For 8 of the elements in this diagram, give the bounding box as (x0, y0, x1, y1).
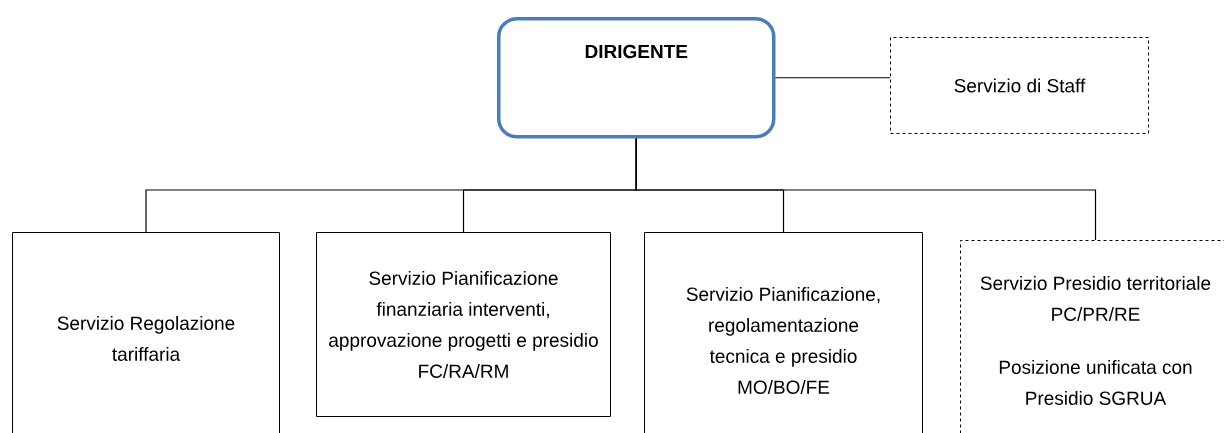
connector-line (635, 137, 1097, 241)
service-box: Servizio Pianificazione, regolamentazione tecnica e presidio MO/BO/FE (644, 232, 923, 433)
service-box: Servizio Regolazione tariffaria (12, 232, 280, 433)
connector-line (774, 77, 891, 79)
manager-box: DIRIGENTE (497, 17, 776, 139)
staff-box: Servizio di Staff (890, 37, 1149, 134)
service-box: Servizio Presidio territoriale PC/PR/RE Posizione unificata con Presidio SGRUA (960, 240, 1224, 433)
service-box: Servizio Pianificazione finanziaria interventi, approvazione progetti e presidio FC/RA/RM (316, 232, 611, 417)
